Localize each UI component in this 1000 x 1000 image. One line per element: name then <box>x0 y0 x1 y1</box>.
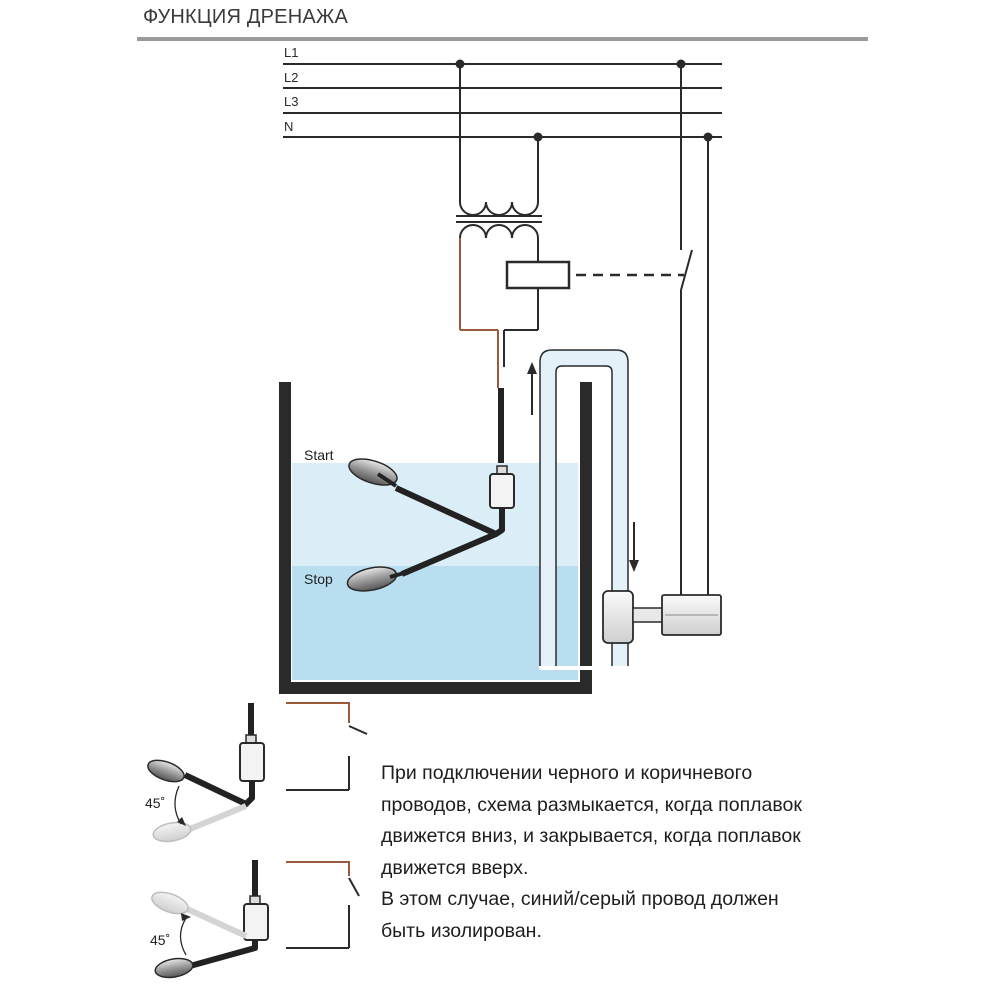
flow-arrow-up <box>527 362 537 415</box>
detail-float-up: 45˚ <box>150 860 269 979</box>
detail-float-down: 45˚ <box>145 703 265 843</box>
label-stop: Stop <box>304 571 333 587</box>
flow-arrow-down <box>629 522 639 572</box>
junction-dots <box>455 59 713 142</box>
power-bus <box>283 63 722 138</box>
description-line: проводов, схема размыкается, когда попла… <box>381 793 802 816</box>
primary-coil <box>459 201 539 216</box>
pump-shaft <box>632 607 664 623</box>
transformer <box>456 64 542 367</box>
float-switch-body <box>489 473 515 509</box>
description-text: При подключении черного и коричневого пр… <box>381 758 881 947</box>
contact-closed <box>286 861 360 949</box>
motor-supply <box>680 64 709 596</box>
description-line: При подключении черного и коричневого <box>381 762 753 784</box>
page-title: ФУНКЦИЯ ДРЕНАЖА <box>143 6 349 28</box>
description-line: быть изолирован. <box>381 919 542 942</box>
pump-housing <box>602 590 634 644</box>
float-arm <box>394 485 505 577</box>
label-start: Start <box>304 447 334 463</box>
water-dark <box>292 566 578 680</box>
pipe-bottom-mask <box>539 666 630 670</box>
relay-contact-switch <box>680 249 693 291</box>
pump <box>602 590 722 644</box>
relay-coil <box>505 260 571 290</box>
label-n: N <box>284 119 293 134</box>
label-l1: L1 <box>284 45 298 60</box>
float-start <box>348 458 398 488</box>
float-stop <box>346 566 405 592</box>
header-divider <box>137 37 868 41</box>
power-line-labels: L1 L2 L3 N <box>284 45 298 134</box>
float-switch-gland <box>496 465 508 475</box>
description-line: движется вниз, и закрывается, когда попл… <box>381 825 801 847</box>
tank-wall <box>279 382 592 694</box>
description-line: В этом случае, синий/серый провод должен <box>381 888 779 910</box>
contact-open <box>286 702 368 791</box>
secondary-coil <box>459 224 539 239</box>
label-l3: L3 <box>284 94 298 109</box>
description-line: движется вверх. <box>381 856 529 879</box>
brown-wire <box>459 238 499 388</box>
angle-label-bottom: 45˚ <box>150 932 170 948</box>
label-l2: L2 <box>284 70 298 85</box>
angle-label-top: 45˚ <box>145 795 165 811</box>
